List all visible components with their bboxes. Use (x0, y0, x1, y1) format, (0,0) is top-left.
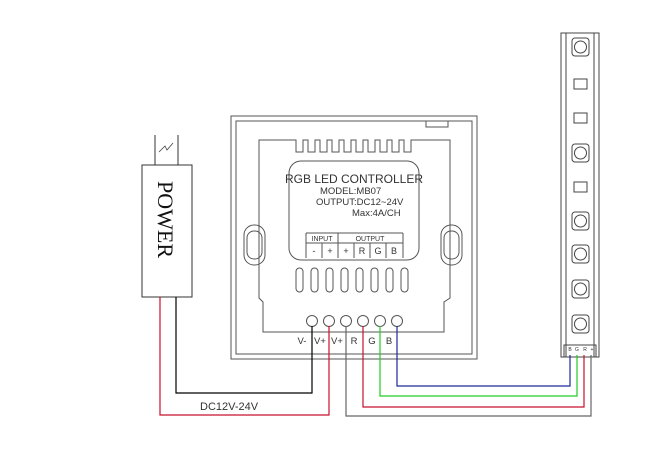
strip-pin-label: G (575, 347, 579, 353)
wire-blue (396, 326, 571, 387)
controller: RGB LED CONTROLLER MODEL:MB07 OUTPUT:DC1… (230, 115, 478, 360)
controller-title: RGB LED CONTROLLER (285, 172, 423, 186)
terminal-table: INPUT OUTPUT - + + R G B (305, 232, 404, 258)
pin-mark: - (313, 246, 316, 256)
resistor (573, 78, 588, 90)
led-lens (574, 40, 587, 54)
label-panel (288, 160, 420, 261)
terminal-label: V+ (331, 336, 343, 347)
strip-pin-label: R (583, 347, 587, 353)
output-header: OUTPUT (356, 236, 386, 243)
mount-hole-right (443, 230, 460, 260)
led-lens (574, 317, 587, 331)
voltage-label: DC12V-24V (200, 401, 259, 413)
strip-pin-label: + (591, 347, 594, 353)
pin-mark: + (343, 246, 348, 256)
led-lens (574, 282, 587, 296)
terminal-screws (306, 315, 403, 327)
vent-slots (295, 267, 409, 293)
led-lens (574, 214, 587, 228)
resistor (573, 181, 588, 193)
input-header: INPUT (312, 236, 334, 243)
terminal-label: G (368, 336, 375, 347)
controller-max: Max:4A/CH (352, 208, 401, 219)
pin-mark: + (327, 246, 332, 256)
lightning-icon (158, 142, 174, 153)
strip-pin-label: B (568, 347, 572, 353)
terminal-label: R (351, 336, 358, 347)
wire-red-power (159, 297, 330, 416)
led-lens (574, 247, 587, 261)
led-strip: B G R + (560, 32, 600, 358)
resistor (573, 112, 588, 124)
mount-hole-left (246, 230, 263, 260)
wires (159, 297, 592, 417)
pin-mark: B (391, 246, 397, 256)
wire-red (362, 326, 585, 408)
pin-mark: R (359, 246, 366, 256)
wire-gray (345, 326, 592, 417)
power-label: POWER (153, 181, 178, 258)
terminal-label: V+ (314, 336, 326, 347)
terminal-label: B (386, 336, 392, 347)
wire-green (379, 326, 578, 397)
controller-model: MODEL:MB07 (320, 186, 381, 197)
power-supply: POWER (141, 135, 193, 298)
pin-mark: G (374, 246, 381, 256)
controller-output: OUTPUT:DC12~24V (316, 197, 404, 208)
led-lens (574, 146, 587, 160)
wire-black (175, 297, 313, 394)
terminal-label: V- (298, 336, 307, 347)
